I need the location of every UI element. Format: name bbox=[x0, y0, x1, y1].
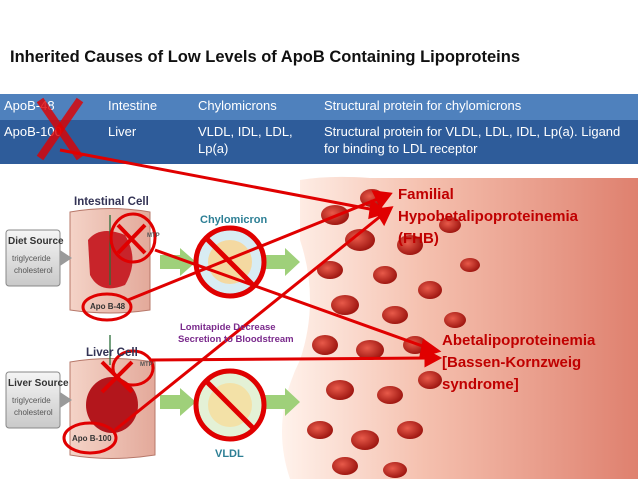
apob48-label: Apo B-48 bbox=[90, 302, 126, 311]
liver-source-sub: cholesterol bbox=[14, 408, 53, 417]
lomitapide-label: Lomitapide Decrease bbox=[180, 322, 276, 333]
cross-mark-icon bbox=[116, 223, 147, 255]
flow-arrow bbox=[160, 388, 196, 416]
prohibition-icon bbox=[193, 225, 267, 299]
prohibition-icon bbox=[193, 368, 267, 442]
connector-arrows bbox=[59, 148, 443, 432]
liver-cell-label: Liver Cell bbox=[86, 347, 138, 359]
table-cell: Liver bbox=[104, 120, 194, 164]
chylomicron-label: Chylomicron bbox=[200, 214, 268, 226]
liver-source-arrow bbox=[60, 392, 72, 408]
fhb-label-line: Familial bbox=[398, 186, 454, 203]
table-cell: Structural protein for VLDL, LDL, IDL, L… bbox=[320, 120, 638, 164]
table-cell: VLDL, IDL, LDL, Lp(a) bbox=[194, 120, 320, 164]
page-title: Inherited Causes of Low Levels of ApoB C… bbox=[10, 48, 520, 66]
highlight-circle bbox=[109, 212, 157, 264]
apob-table: ApoB-48 Intestine Chylomicrons Structura… bbox=[0, 94, 638, 164]
table-cell: Intestine bbox=[104, 94, 194, 120]
fhb-label-line: Hypobetalipoproteinemia bbox=[398, 208, 579, 225]
blood-vessel bbox=[282, 176, 638, 479]
vldl-label: VLDL bbox=[215, 448, 244, 460]
cross-mark-icon bbox=[100, 360, 134, 394]
abl-label-line: syndrome] bbox=[442, 376, 519, 393]
highlight-circle bbox=[62, 421, 118, 455]
abl-label-line: Abetalipoproteinemia bbox=[442, 332, 596, 349]
abl-label-line: [Bassen-Kornzweig bbox=[442, 354, 582, 371]
abetalipoproteinemia-label: Abetalipoproteinemia [Bassen-Kornzweig s… bbox=[442, 330, 595, 396]
diet-source-label: Diet Source bbox=[8, 236, 64, 247]
table-cell: Chylomicrons bbox=[194, 94, 320, 120]
fhb-label: Familial Hypobetalipoproteinemia (FHB) bbox=[398, 184, 578, 250]
diet-source-sub: cholesterol bbox=[14, 266, 53, 275]
apob100-label: Apo B-100 bbox=[72, 434, 112, 443]
table-cell: Structural protein for chylomicrons bbox=[320, 94, 638, 120]
cross-mark-icon bbox=[36, 97, 84, 161]
diet-source-sub: triglyceride bbox=[12, 254, 51, 263]
liver-source-label: Liver Source bbox=[8, 378, 69, 389]
liver-cell-nucleus bbox=[86, 377, 138, 433]
flow-arrow bbox=[265, 388, 300, 416]
lomitapide-label: Secretion to Bloodstream bbox=[178, 334, 294, 345]
mtp-label: MTP bbox=[147, 233, 160, 239]
table-row: ApoB-48 Intestine Chylomicrons Structura… bbox=[0, 94, 638, 120]
highlight-circle bbox=[111, 349, 155, 387]
mtp-label: MTP bbox=[140, 362, 153, 368]
liver-source-sub: triglyceride bbox=[12, 396, 51, 405]
intestinal-cell-label: Intestinal Cell bbox=[74, 196, 149, 208]
diet-source-arrow bbox=[60, 250, 72, 266]
highlight-circle bbox=[81, 292, 133, 322]
flow-arrow bbox=[265, 248, 300, 276]
fhb-label-line: (FHB) bbox=[398, 230, 439, 247]
